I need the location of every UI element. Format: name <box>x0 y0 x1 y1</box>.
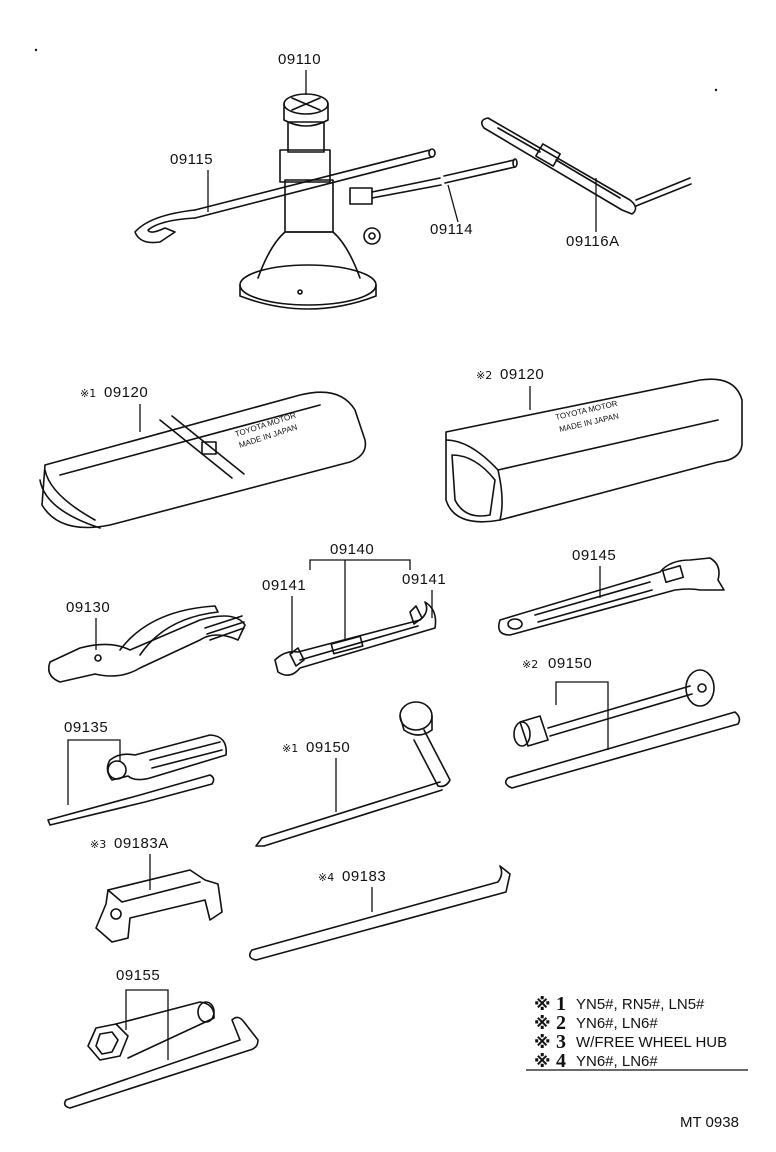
mark-2-09120: ※2 <box>476 369 492 382</box>
label-09114: 09114 <box>430 221 473 238</box>
open-end-wrenches-drawing <box>274 601 437 676</box>
label-09130: 09130 <box>66 599 110 616</box>
label-09155: 09155 <box>116 967 160 984</box>
jack-handle-drawing <box>134 148 436 244</box>
label-09150-2: 09150 <box>548 655 592 672</box>
screwdriver-drawing <box>47 734 227 826</box>
label-09183A: 09183A <box>114 835 169 852</box>
legend-text-3: W/FREE WHEEL HUB <box>576 1034 727 1051</box>
legend-num-2: 2 <box>556 1012 566 1034</box>
legend-mark-1: ※ <box>534 995 551 1015</box>
legend-text-1: YN5#, RN5#, LN5# <box>576 996 705 1013</box>
extension-bar-drawing <box>349 158 518 205</box>
legend-mark-4: ※ <box>534 1052 551 1072</box>
pliers-drawing <box>47 605 246 683</box>
label-09110: 09110 <box>278 51 321 68</box>
label-09140: 09140 <box>330 541 374 558</box>
label-09183: 09183 <box>342 868 386 885</box>
legend-num-3: 3 <box>556 1031 566 1053</box>
mark-1-09150: ※1 <box>282 742 298 755</box>
legend-num-4: 4 <box>556 1050 566 1072</box>
legend-text-4: YN6#, LN6# <box>576 1053 658 1070</box>
mark-3-09183A: ※3 <box>90 838 106 851</box>
label-09116A: 09116A <box>566 233 620 250</box>
mark-1-09120: ※1 <box>80 387 96 400</box>
tire-lever-drawing <box>248 865 511 961</box>
jack-drawing <box>239 93 381 310</box>
wheel-nut-wrench-2-drawing <box>504 669 741 789</box>
hub-bracket-drawing <box>95 869 223 943</box>
legend-mark-3: ※ <box>534 1033 551 1053</box>
jack-wrench-drawing <box>480 117 692 215</box>
legend-num-1: 1 <box>556 993 566 1015</box>
label-09135: 09135 <box>64 719 108 736</box>
label-09120-1: 09120 <box>104 384 148 401</box>
legend-text-2: YN6#, LN6# <box>576 1015 658 1032</box>
label-09141-left: 09141 <box>262 577 306 594</box>
label-09141-right: 09141 <box>402 571 446 588</box>
legend-mark-2: ※ <box>534 1014 551 1034</box>
mark-2-09150: ※2 <box>522 658 538 671</box>
label-09115: 09115 <box>170 151 213 168</box>
label-09150-1: 09150 <box>306 739 350 756</box>
plug-socket-wrench-drawing <box>63 1001 259 1109</box>
tool-bag-pouch-drawing <box>445 378 743 523</box>
adjustable-wrench-drawing <box>497 557 725 636</box>
label-09145: 09145 <box>572 547 616 564</box>
wheel-nut-wrench-1-drawing <box>255 701 451 847</box>
label-09120-2: 09120 <box>500 366 544 383</box>
diagram-code: MT 0938 <box>680 1114 739 1131</box>
mark-4-09183: ※4 <box>318 871 334 884</box>
tool-bag-roll-drawing <box>39 391 367 529</box>
legend: ※ 1 YN5#, RN5#, LN5# ※ 2 YN6#, LN6# ※ 3 … <box>526 993 748 1072</box>
